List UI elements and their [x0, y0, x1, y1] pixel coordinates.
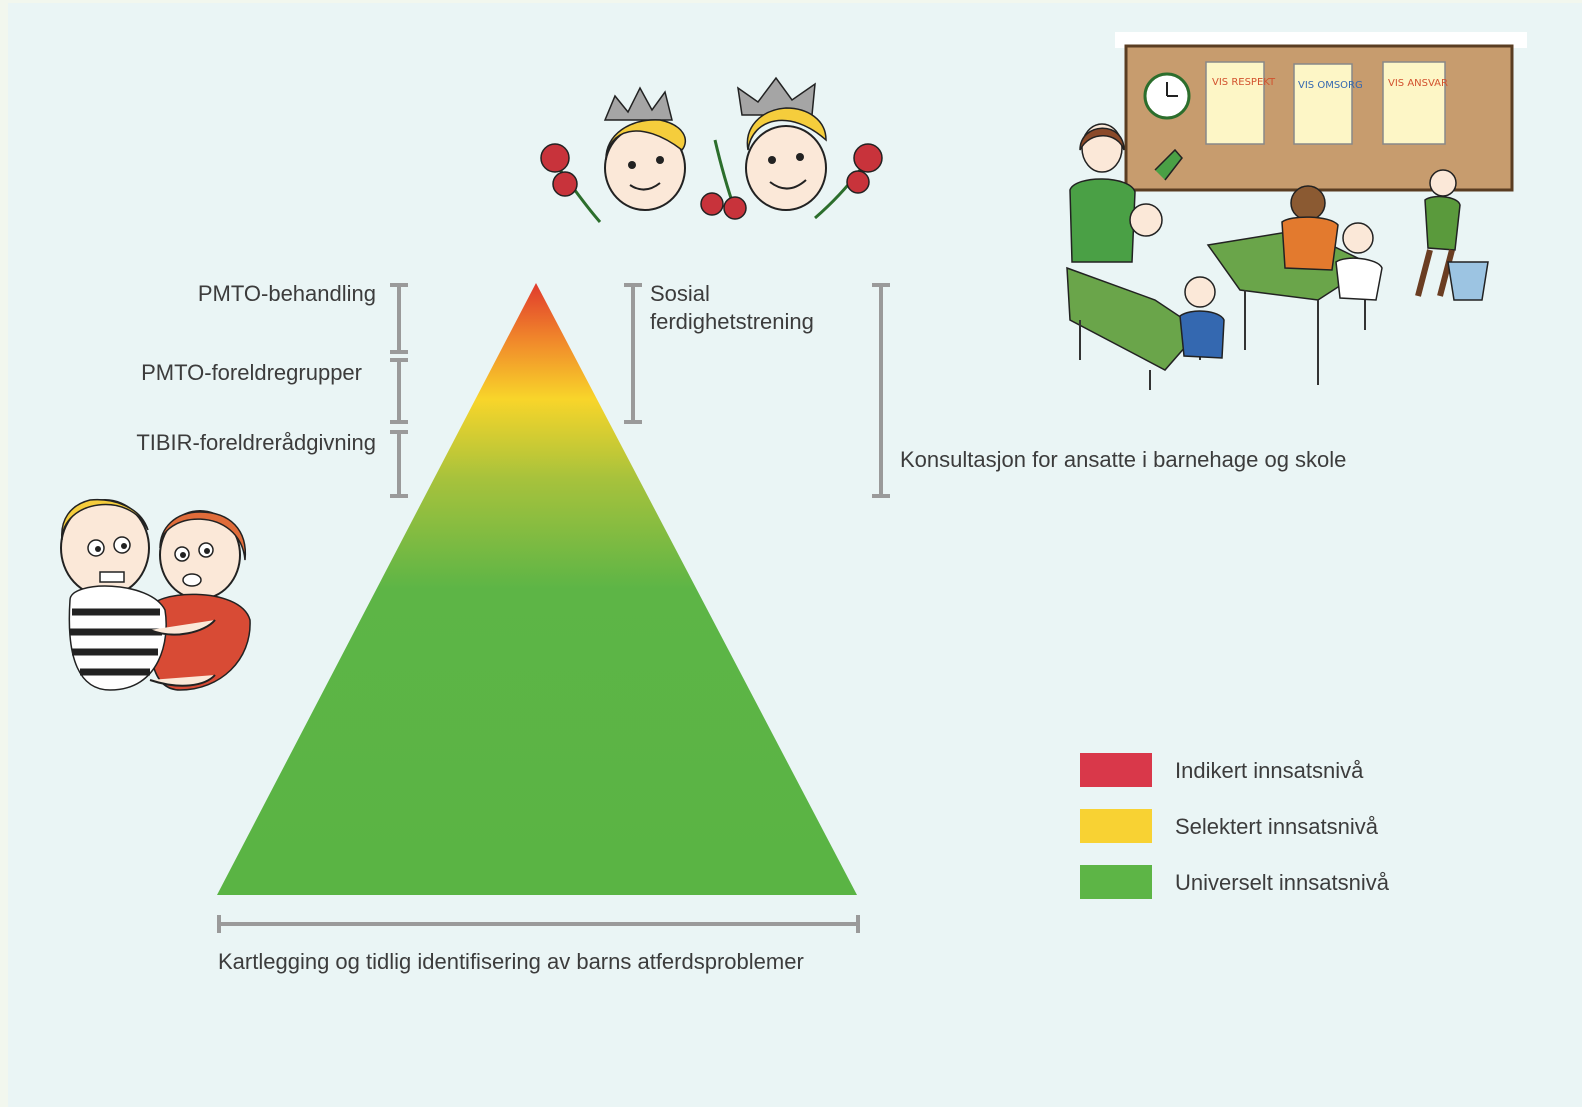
bottom-bracket [217, 915, 860, 933]
intervention-pyramid [217, 283, 857, 895]
right-brackets [624, 283, 890, 498]
left-brackets [390, 283, 408, 498]
label-kartlegging: Kartlegging og tidlig identifisering av … [218, 949, 804, 974]
label-ferdighetstrening: ferdighetstrening [650, 309, 814, 334]
trash-bin-icon [1447, 261, 1489, 301]
poster-respekt: VIS RESPEKT [1212, 77, 1276, 88]
label-pmto-behandling: PMTO-behandling [197, 281, 376, 306]
poster-omsorg: VIS OMSORG [1298, 80, 1363, 91]
conflict-children-illustration [60, 498, 251, 691]
legend-label-indikert: Indikert innsatsnivå [1175, 758, 1364, 783]
legend-label-universelt: Universelt innsatsnivå [1175, 870, 1389, 895]
crowned-children-illustration [540, 76, 883, 223]
label-tibir-foreldreradgivning: TIBIR-foreldrerådgivning [136, 430, 376, 455]
legend-swatch-selektert [1080, 809, 1152, 843]
classroom-illustration: VIS RESPEKT VIS OMSORG VIS ANSVAR [1066, 32, 1527, 390]
legend-swatch-indikert [1080, 753, 1152, 787]
legend-swatch-universelt [1080, 865, 1152, 899]
label-konsultasjon: Konsultasjon for ansatte i barnehage og … [900, 447, 1347, 472]
label-pmto-foreldregrupper: PMTO-foreldregrupper [141, 360, 362, 385]
poster-ansvar: VIS ANSVAR [1388, 78, 1448, 89]
label-sosial: Sosial [650, 281, 710, 306]
legend-label-selektert: Selektert innsatsnivå [1175, 814, 1378, 839]
